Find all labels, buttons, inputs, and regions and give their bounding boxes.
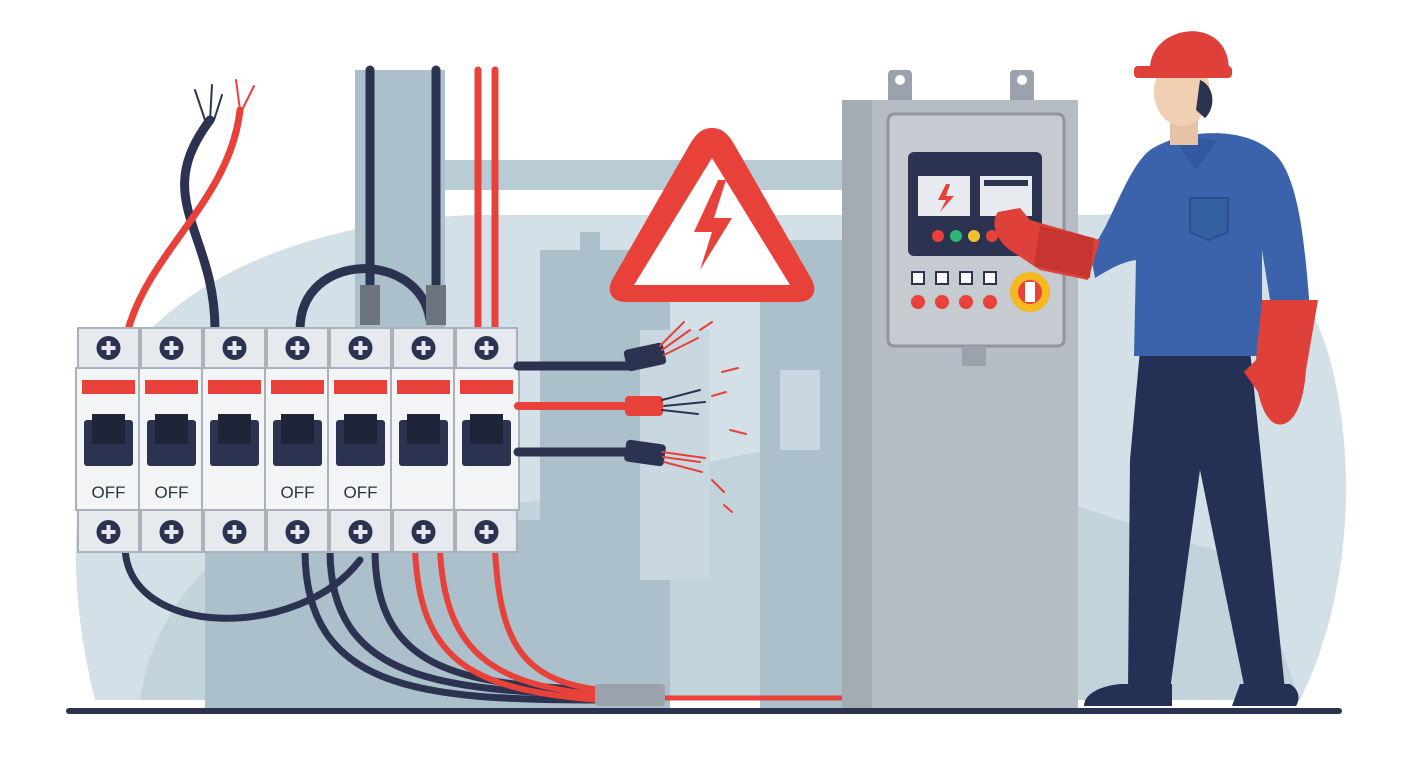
- indicator-lights: [932, 230, 998, 242]
- breaker-status-label: OFF: [92, 483, 126, 502]
- spark-marks: [699, 321, 747, 513]
- push-button: [983, 295, 997, 309]
- breaker-status-label: OFF: [281, 483, 315, 502]
- breaker-4: OFF: [264, 327, 331, 553]
- warning-sign: [609, 128, 815, 302]
- selector-switch: [935, 271, 949, 285]
- selector-switch: [983, 271, 997, 285]
- cabinet-buttons: [911, 271, 997, 309]
- breaker-5: OFF: [327, 327, 394, 553]
- indicator-light: [932, 230, 944, 242]
- breaker-7: [453, 327, 520, 553]
- selector-switch: [911, 271, 925, 285]
- damaged-wires: [513, 321, 747, 513]
- push-button: [959, 295, 973, 309]
- breaker-status-label: OFF: [344, 483, 378, 502]
- overhead-cables: [124, 65, 499, 335]
- breaker-1: OFF: [75, 327, 142, 553]
- high-voltage-icon: [694, 180, 732, 270]
- push-button: [935, 295, 949, 309]
- breaker-6: [390, 327, 457, 553]
- breaker-2: OFF: [138, 327, 205, 553]
- floor-line: [66, 708, 1342, 714]
- indicator-light: [950, 230, 962, 242]
- indicator-light: [968, 230, 980, 242]
- breaker-panel: OFF OFF OFF OFF: [75, 327, 520, 553]
- electrician-figure: [994, 31, 1318, 706]
- indicator-light: [986, 230, 998, 242]
- breaker-status-label: OFF: [155, 483, 189, 502]
- breaker-3: [201, 327, 268, 553]
- selector-switch: [959, 271, 973, 285]
- push-button: [911, 295, 925, 309]
- control-cabinet: [842, 70, 1078, 708]
